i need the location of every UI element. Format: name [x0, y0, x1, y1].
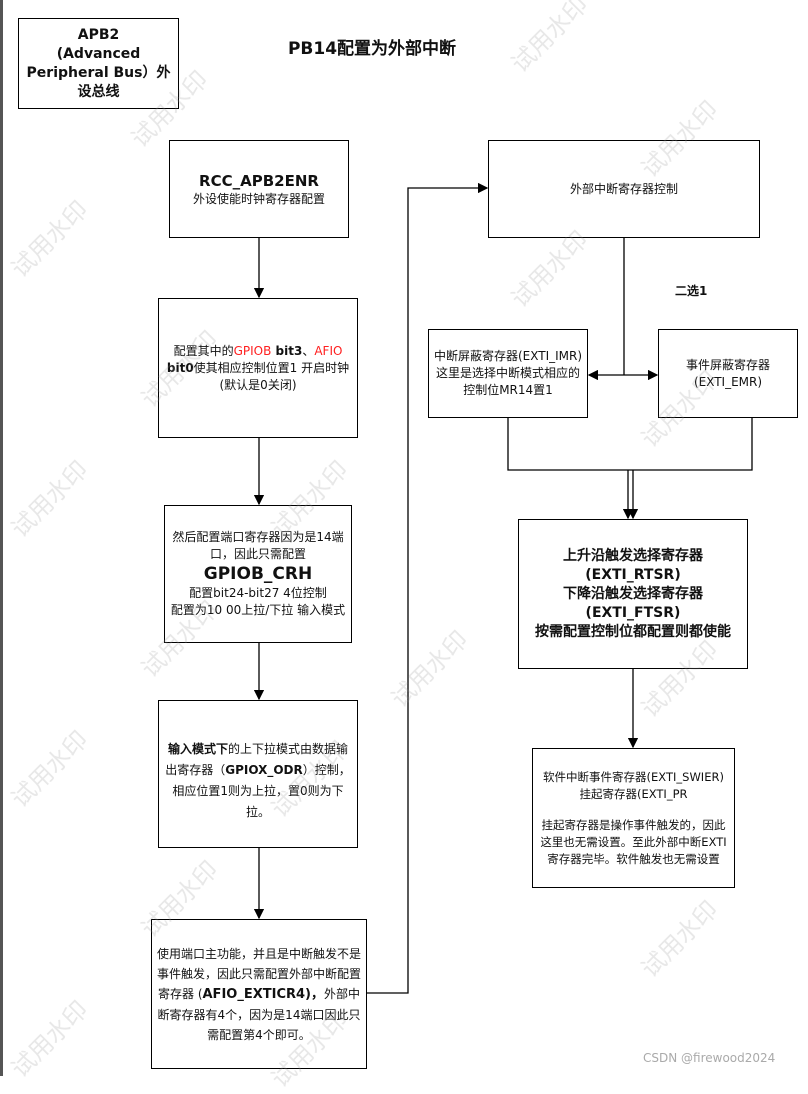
exti-control-label: 外部中断寄存器控制: [569, 181, 678, 196]
bit0-label: bit0: [166, 360, 194, 375]
swier-note: 挂起寄存器是操作事件触发的，因此这里也无需设置。至此外部中断EXTI寄存器完毕。…: [540, 817, 727, 866]
text: 外部中断寄存器有4个，因为是14端口因此只需配置第4个即可。: [157, 986, 361, 1042]
csdn-credit: CSDN @firewood2024: [643, 1051, 776, 1065]
afio-text: 使用端口主功能，并且是中断触发不是事件触发，因此只需配置外部中断配置寄存器 (A…: [155, 944, 363, 1045]
ftsr-label: 下降沿触发选择寄存器(EXTI_FTSR): [563, 585, 703, 621]
odr-name: GPIOX_ODR: [225, 763, 303, 777]
text: ）控制，相应位置1则为上拉，置0则为下拉。: [172, 763, 351, 819]
rcc-apb2enr-box: RCC_APB2ENR 外设使能时钟寄存器配置: [169, 140, 349, 238]
exti-control-box: 外部中断寄存器控制: [488, 140, 760, 238]
exti-imr-box: 中断屏蔽寄存器(EXTI_IMR) 这里是选择中断模式相应的控制位MR14置1: [428, 329, 588, 418]
pr-title: 挂起寄存器(EXTI_PR: [579, 786, 688, 801]
afio-exticr-name: AFIO_EXTICR4)，: [202, 986, 324, 1002]
afio-label: AFIO: [314, 343, 343, 358]
text: 的上下拉模式由数据输出寄存器（: [165, 742, 349, 777]
left-edge: [0, 0, 3, 1076]
crh-text1: 然后配置端口寄存器因为是14端口，因此只需配置: [172, 530, 344, 561]
trigger-note: 按需配置控制位都配置则都使能: [535, 623, 731, 640]
text: 输入模式下: [167, 742, 228, 756]
page-title: PB14配置为外部中断: [287, 39, 457, 59]
afio-exticr-box: 使用端口主功能，并且是中断触发不是事件触发，因此只需配置外部中断配置寄存器 (A…: [151, 919, 367, 1069]
choose-one-label: 二选1: [675, 284, 708, 298]
text: 配置其中的: [173, 343, 234, 358]
clock-enable-box: 配置其中的GPIOB bit3、AFIO bit0使其相应控制位置1 开启时钟(…: [158, 298, 358, 438]
text: 、: [302, 343, 315, 358]
imr-title: 中断屏蔽寄存器(EXTI_IMR): [433, 349, 583, 363]
exti-emr-box: 事件屏蔽寄存器(EXTI_EMR): [658, 329, 798, 418]
apb2-box: APB2 (Advanced Peripheral Bus）外设总线: [18, 18, 179, 109]
swier-pr-box: 软件中断事件寄存器(EXTI_SWIER) 挂起寄存器(EXTI_PR 挂起寄存…: [532, 748, 735, 888]
line-merge: [507, 418, 753, 471]
apb2-desc: (Advanced Peripheral Bus）外设总线: [26, 45, 171, 100]
rcc-name: RCC_APB2ENR: [199, 171, 319, 190]
gpiob-label: GPIOB: [233, 343, 272, 358]
bit3-label: bit3: [271, 343, 303, 358]
trigger-select-box: 上升沿触发选择寄存器(EXTI_RTSR) 下降沿触发选择寄存器(EXTI_FT…: [518, 519, 748, 669]
rtsr-label: 上升沿触发选择寄存器(EXTI_RTSR): [563, 547, 703, 583]
text: 使用端口主功能，并且是中断触发不是事件触发，因此只需配置外部中断配置寄存器 (: [156, 946, 361, 1001]
odr-text: 输入模式下的上下拉模式由数据输出寄存器（GPIOX_ODR）控制，相应位置1则为…: [162, 739, 354, 823]
gpiob-crh-box: 然后配置端口寄存器因为是14端口，因此只需配置 GPIOB_CRH 配置bit2…: [164, 505, 352, 643]
apb2-title: APB2: [77, 26, 120, 43]
imr-desc: 这里是选择中断模式相应的控制位MR14置1: [435, 366, 580, 397]
crh-text3: 配置为10 00上拉/下拉 输入模式: [170, 603, 346, 617]
crh-text2: 配置bit24-bit27 4位控制: [189, 586, 327, 600]
rcc-desc: 外设使能时钟寄存器配置: [192, 191, 325, 206]
crh-name: GPIOB_CRH: [203, 564, 313, 584]
gpiox-odr-box: 输入模式下的上下拉模式由数据输出寄存器（GPIOX_ODR）控制，相应位置1则为…: [158, 700, 358, 848]
text: 使其相应控制位置1 开启时钟(默认是0关闭): [193, 360, 350, 392]
arrow-afio-to-exti: [367, 182, 489, 994]
swier-title: 软件中断事件寄存器(EXTI_SWIER): [543, 769, 724, 784]
emr-title: 事件屏蔽寄存器(EXTI_EMR): [685, 357, 770, 389]
clock-enable-text: 配置其中的GPIOB bit3、AFIO bit0使其相应控制位置1 开启时钟(…: [162, 343, 354, 394]
